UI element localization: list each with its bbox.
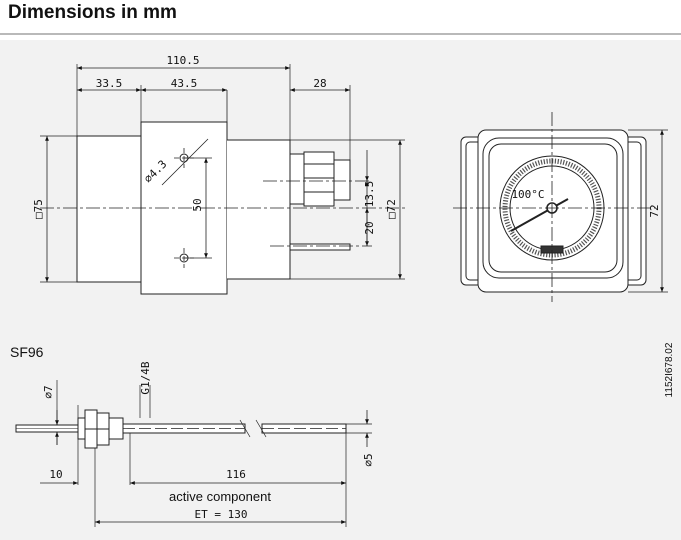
dim-gland-offset: 13.5 [363,181,376,208]
dim-overall-length: 110.5 [166,54,199,67]
dim-front-height: 72 [648,204,661,217]
cable-gland [289,151,351,207]
dim-stem-diameter: ⌀7 [42,385,55,398]
dim-hole-spacing: 50 [191,198,204,211]
side-view [40,64,405,295]
dial-label: 100°C [511,188,544,201]
sensor-model-label: SF96 [10,344,44,360]
dim-cover-height: □72 [385,199,398,219]
dial-pointer [510,198,569,232]
dim-housing-height: □75 [32,199,45,219]
page-title: Dimensions in mm [8,2,177,23]
active-component-label: active component [169,489,271,504]
stem [289,243,351,251]
document-id: 1152I678.02 [664,342,675,397]
sensor-view [15,380,372,527]
dim-thread: G1/4B [139,361,152,394]
dim-total-length: ET = 130 [195,508,248,521]
front-view [453,112,668,302]
title-divider [0,33,681,35]
housing-outline [76,135,142,283]
dim-tip-length: 10 [49,468,62,481]
dim-probe-diameter: ⌀5 [362,453,375,466]
dim-gland-section: 28 [313,77,326,90]
dim-left-section: 33.5 [96,77,123,90]
threaded-fitting [77,409,124,449]
dim-active-length: 116 [226,468,246,481]
dim-middle-section: 43.5 [171,77,198,90]
dim-stem-offset: 20 [363,221,376,234]
cover-outline [227,139,291,280]
